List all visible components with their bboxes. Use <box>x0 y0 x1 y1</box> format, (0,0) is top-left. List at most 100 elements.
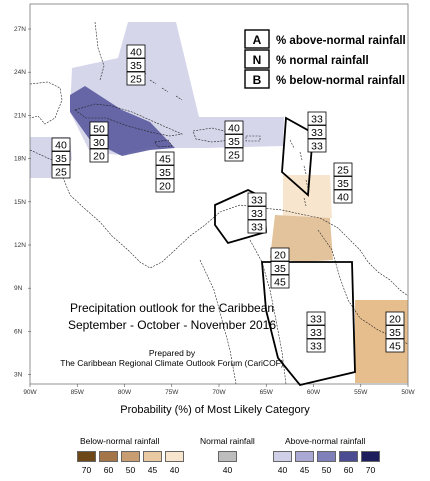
zone-legend-a <box>244 29 270 49</box>
map-title-line1: Precipitation outlook for the Caribbean <box>70 301 274 315</box>
probability-value: 35 <box>389 327 401 339</box>
probability-value: 40 <box>228 123 240 135</box>
below-normal-swatch-value: 70 <box>81 465 92 475</box>
probability-value: 33 <box>311 127 323 139</box>
probability-cell <box>155 165 175 179</box>
probability-value: 33 <box>310 327 322 339</box>
below-normal-swatch <box>143 451 162 462</box>
probability-value: 50 <box>93 124 105 136</box>
lon-tick-label: 70W <box>212 389 226 396</box>
zone-lesser-antilles <box>281 116 314 197</box>
probability-cell <box>333 162 353 177</box>
probability-cell <box>270 247 290 262</box>
probability-value: 33 <box>310 314 322 326</box>
lon-tick-label: 85W <box>71 389 85 396</box>
probability-value: 30 <box>93 137 105 149</box>
lon-tick-label: 65W <box>260 389 274 396</box>
probability-cell <box>51 137 71 152</box>
probability-value: 35 <box>130 60 142 72</box>
probability-cell <box>247 192 267 207</box>
below-normal-swatch-value: 50 <box>125 465 136 475</box>
above-normal-swatch-value: 50 <box>321 465 332 475</box>
probability-cell <box>89 121 109 136</box>
probability-value: 35 <box>274 263 286 275</box>
lat-tick-label: 21N <box>14 112 26 119</box>
probability-value: 25 <box>228 150 240 162</box>
below-normal-swatch <box>77 451 96 462</box>
lon-tick-label: 90W <box>23 389 37 396</box>
above-normal-swatch <box>317 451 336 462</box>
probability-cell <box>89 148 109 163</box>
above-normal-swatch <box>339 451 358 462</box>
above-normal-swatch-value: 45 <box>299 465 310 475</box>
lat-tick-label: 27N <box>14 26 26 33</box>
probability-cell <box>224 134 244 148</box>
probability-cell <box>306 325 326 339</box>
lat-tick-label: 18N <box>14 156 26 163</box>
probability-cell <box>51 151 71 165</box>
probability-cell <box>333 176 353 190</box>
probability-value: 25 <box>55 167 67 179</box>
lon-tick-label: 80W <box>118 389 132 396</box>
above-normal-swatch-value: 60 <box>343 465 354 475</box>
zone-guianas <box>261 261 356 387</box>
probability-value: 35 <box>228 136 240 148</box>
probability-cell <box>247 206 267 220</box>
lon-tick-label: 75W <box>165 389 179 396</box>
legend-a-text: % above-normal rainfall <box>276 35 406 47</box>
probability-cell <box>89 135 109 149</box>
probability-cell <box>51 164 71 179</box>
lat-tick-label: 12N <box>14 242 26 249</box>
lon-tick-label: 60W <box>307 389 321 396</box>
probability-value: 45 <box>274 277 286 289</box>
probability-cell <box>306 311 326 326</box>
probability-cell <box>224 147 244 162</box>
zone-legend-b <box>244 69 270 89</box>
probability-cell <box>385 338 405 353</box>
legend-n-letter: N <box>253 53 262 67</box>
probability-value: 35 <box>337 178 349 190</box>
probability-value: 33 <box>251 208 263 220</box>
probability-value: 20 <box>274 250 286 262</box>
below-normal-swatch-value: 45 <box>147 465 158 475</box>
probability-value: 20 <box>93 151 105 163</box>
probability-value: 45 <box>389 341 401 353</box>
below-normal-swatch <box>99 451 118 462</box>
probability-cell <box>333 189 353 204</box>
legend-b-text: % below-normal rainfall <box>276 75 405 87</box>
above-normal-swatch <box>361 451 380 462</box>
caribbean-outlook-map: A % above-normal rainfall N % normal rai… <box>14 3 416 396</box>
above-normal-swatch <box>273 451 292 462</box>
probability-value: 25 <box>130 74 142 86</box>
below-normal-swatch-value: 60 <box>103 465 114 475</box>
normal-label: Normal rainfall <box>200 436 255 446</box>
lat-tick-label: 24N <box>14 69 26 76</box>
prepared-by: Prepared by <box>149 348 196 358</box>
probability-cell <box>155 178 175 193</box>
legend-a-letter: A <box>253 33 262 47</box>
probability-value: 25 <box>337 165 349 177</box>
below-normal-swatch <box>121 451 140 462</box>
probability-cell <box>307 111 327 126</box>
probability-value: 33 <box>251 195 263 207</box>
probability-cell <box>126 58 146 72</box>
lat-tick-label: 9N <box>14 285 23 292</box>
category-legend: A % above-normal rainfall N % normal rai… <box>253 33 406 87</box>
zone-legend-n <box>244 49 270 69</box>
lat-tick-label: 15N <box>14 199 26 206</box>
probability-boxes: 4035255030204035254535204035253333332535… <box>51 44 405 353</box>
below-normal-swatch <box>165 451 184 462</box>
probability-cell <box>306 338 326 353</box>
probability-cell <box>155 151 175 166</box>
probability-value: 33 <box>311 141 323 153</box>
